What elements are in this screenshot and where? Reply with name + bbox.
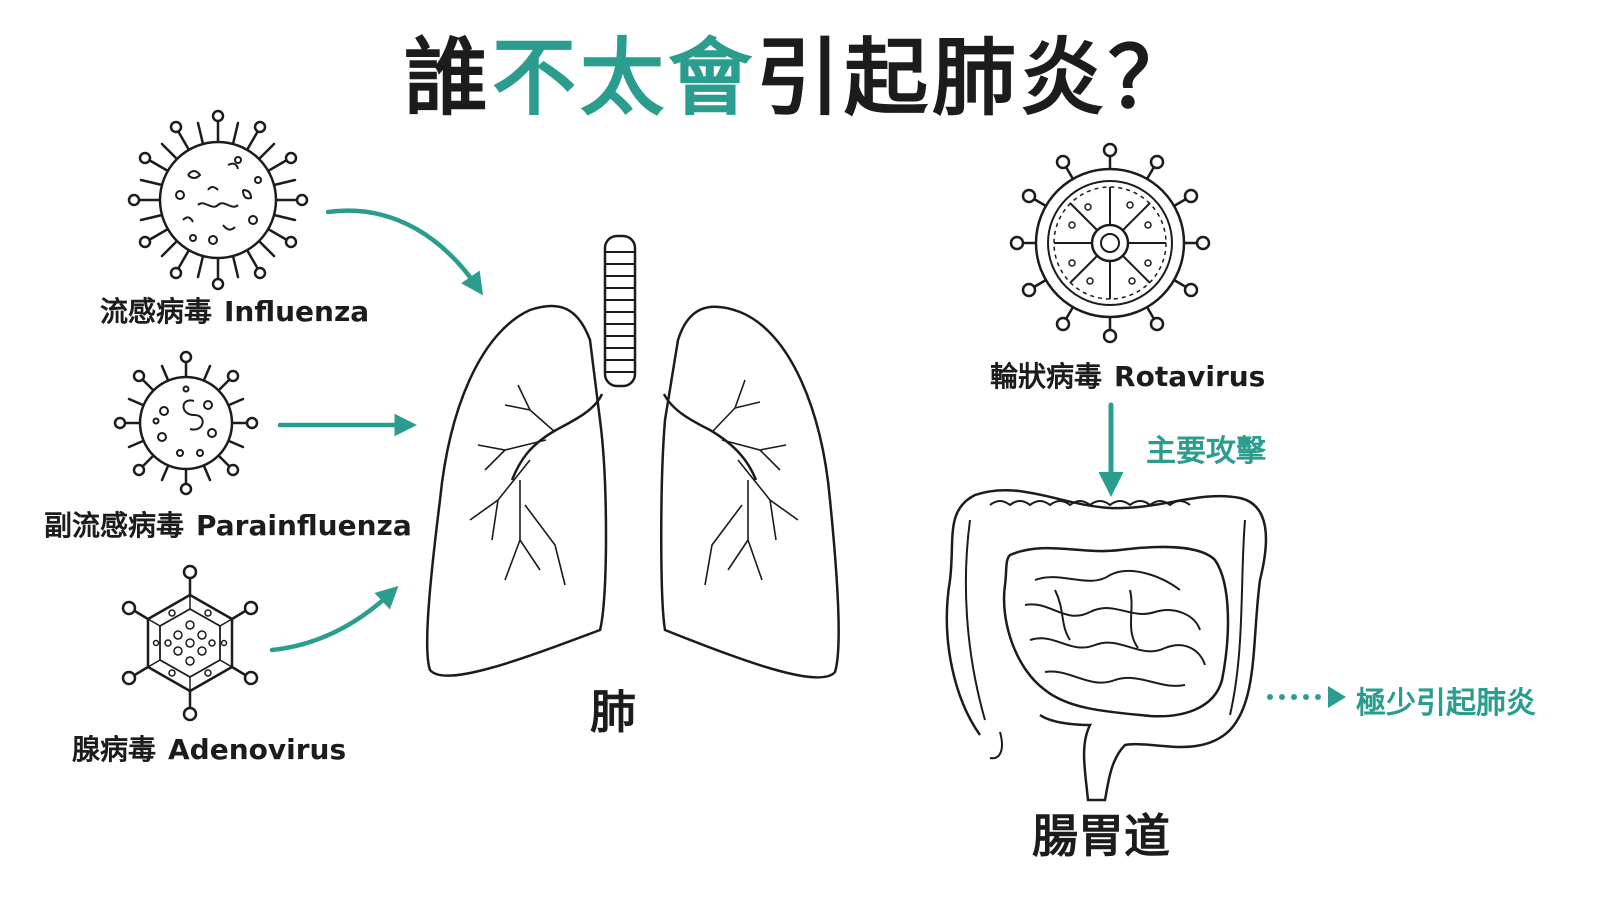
main-attack-label: 主要攻擊 bbox=[1146, 434, 1266, 469]
adenovirus-label-zh: 腺病毒 bbox=[72, 733, 157, 766]
influenza-label-zh: 流感病毒 bbox=[100, 295, 213, 328]
parainfluenza-label: 副流感病毒 Parainfluenza bbox=[44, 504, 412, 544]
gut-label: 腸胃道 bbox=[1032, 809, 1170, 863]
arrow-influenza-to-lung bbox=[325, 208, 484, 296]
influenza-label: 流感病毒 Influenza bbox=[100, 290, 369, 330]
influenza-virus-icon bbox=[127, 109, 309, 291]
adenovirus-label: 腺病毒 Adenovirus bbox=[72, 728, 346, 768]
title-suffix: 引起肺炎？ bbox=[756, 29, 1197, 127]
influenza-label-en: Influenza bbox=[224, 295, 370, 328]
lungs-icon bbox=[425, 234, 840, 679]
dotted-arrow-rarely bbox=[1267, 686, 1346, 708]
page-title: 誰不太會引起肺炎？ bbox=[0, 28, 1600, 128]
arrow-adenovirus-to-lung bbox=[269, 585, 399, 653]
rotavirus-label-en: Rotavirus bbox=[1114, 360, 1266, 393]
adenovirus-icon bbox=[121, 564, 259, 722]
parainfluenza-virus-icon bbox=[113, 350, 259, 496]
arrows-to-lungs bbox=[269, 208, 484, 653]
adenovirus-label-en: Adenovirus bbox=[168, 733, 347, 766]
rarely-pneumonia-label: 極少引起肺炎 bbox=[1356, 686, 1536, 721]
rotavirus-label-zh: 輪狀病毒 bbox=[990, 360, 1103, 393]
rotavirus-icon bbox=[1009, 142, 1211, 344]
lung-label: 肺 bbox=[590, 685, 636, 739]
parainfluenza-label-zh: 副流感病毒 bbox=[44, 509, 185, 542]
title-prefix: 誰 bbox=[403, 29, 492, 127]
rotavirus-label: 輪狀病毒 Rotavirus bbox=[990, 355, 1265, 395]
intestines-icon bbox=[945, 488, 1268, 802]
parainfluenza-label-en: Parainfluenza bbox=[196, 509, 412, 542]
title-highlight: 不太會 bbox=[491, 29, 756, 127]
